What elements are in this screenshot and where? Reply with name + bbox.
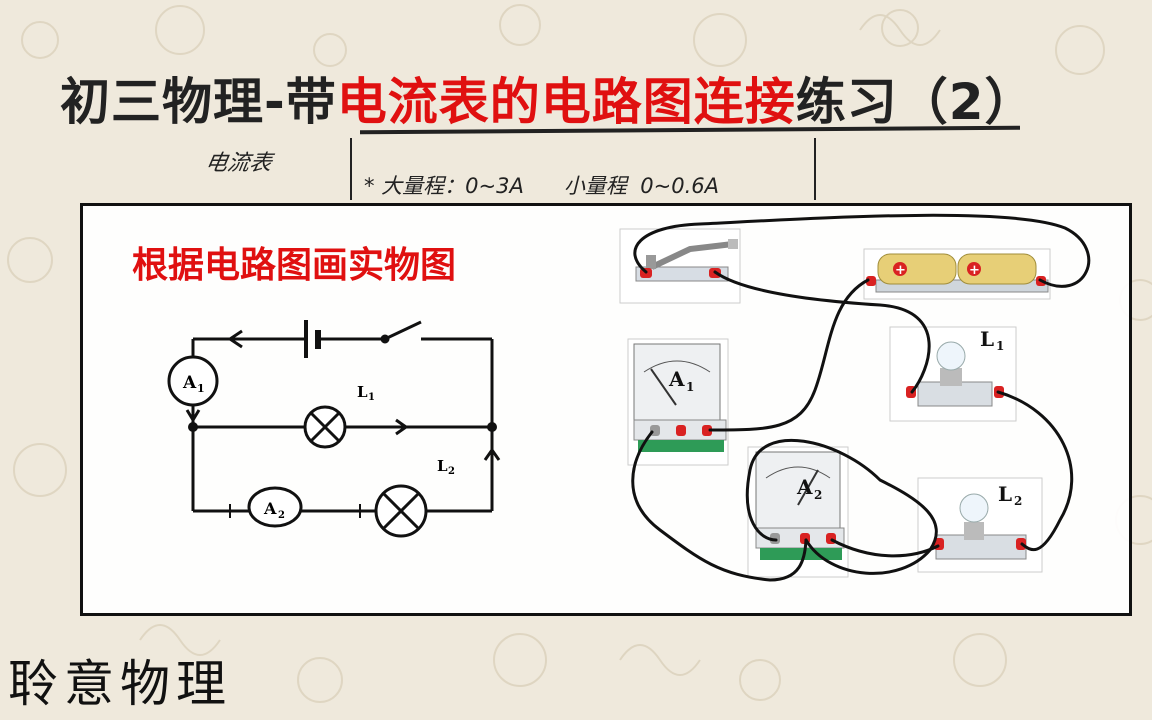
wire-switch-to-l1 xyxy=(713,270,931,394)
channel-watermark: 聆意物理 xyxy=(8,655,232,713)
svg-text:1: 1 xyxy=(368,392,375,403)
page-title: 初三物理-带电流表的电路图连接练习（2） xyxy=(60,73,1036,131)
svg-text:A: A xyxy=(796,475,813,499)
handwritten-range-note: * 大量程：0~3A 小量程 0~0.6A xyxy=(364,174,719,198)
svg-text:L: L xyxy=(437,457,448,475)
svg-text:2: 2 xyxy=(278,510,285,521)
lamp-l2-component: L 2 xyxy=(917,477,1043,573)
switch-lever xyxy=(384,320,422,341)
battery-component: + + xyxy=(863,248,1051,300)
svg-text:L: L xyxy=(357,383,368,401)
schematic-ammeter-a2: A 2 xyxy=(247,486,303,528)
svg-text:2: 2 xyxy=(448,466,455,477)
svg-text:A: A xyxy=(263,499,277,518)
handwritten-note-box xyxy=(350,138,816,200)
wire-battery-to-a1 xyxy=(708,278,870,432)
svg-text:+: + xyxy=(895,263,906,278)
wire-a2-loop xyxy=(745,438,938,575)
schematic-ammeter-a1: A 1 xyxy=(167,355,219,407)
ammeter-a2-component: A 2 xyxy=(747,446,849,578)
schematic-lamp-l2: L 2 xyxy=(374,457,455,538)
svg-text:1: 1 xyxy=(686,380,694,394)
page-title-highlight: 电流表的电路图连接 xyxy=(336,73,796,131)
junction-left xyxy=(188,422,198,432)
svg-text:2: 2 xyxy=(814,488,822,502)
svg-text:+: + xyxy=(969,263,980,278)
knife-switch-component xyxy=(619,228,741,304)
svg-text:A: A xyxy=(182,373,197,393)
wire-l1-to-l2 xyxy=(996,390,1074,552)
wire-switch-to-battery xyxy=(633,213,1091,288)
circuit-schematic xyxy=(185,320,501,518)
svg-text:L: L xyxy=(998,482,1012,506)
wire-a1-to-loop xyxy=(631,430,808,582)
hand-drawn-wires xyxy=(631,213,1091,582)
wire-a2-to-l2 xyxy=(830,538,940,558)
svg-text:A: A xyxy=(668,367,685,391)
svg-text:L: L xyxy=(980,327,994,351)
svg-text:1: 1 xyxy=(197,382,205,395)
schematic-lamp-l1: L 1 xyxy=(303,383,375,449)
exercise-instruction: 根据电路图画实物图 xyxy=(132,245,457,286)
lamp-l1-component: L 1 xyxy=(889,326,1017,422)
svg-text:2: 2 xyxy=(1014,494,1022,508)
junction-right xyxy=(487,422,497,432)
svg-text:1: 1 xyxy=(996,339,1004,353)
